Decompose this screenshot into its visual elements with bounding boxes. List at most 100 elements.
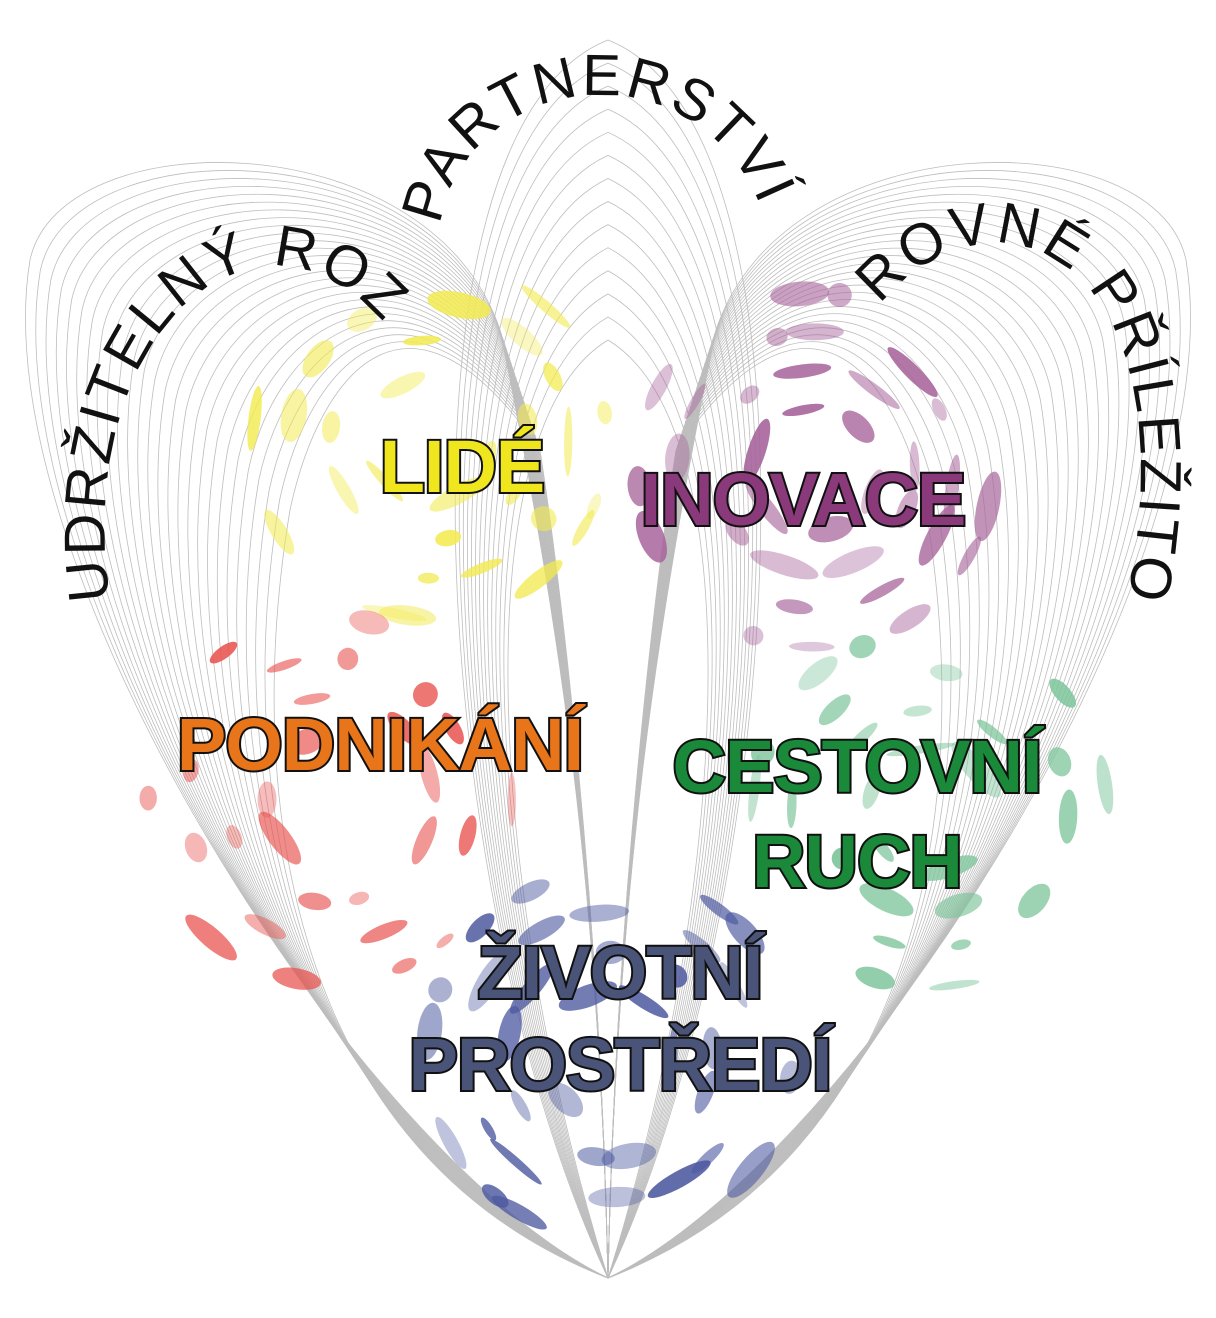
green-brush-blob (873, 935, 906, 949)
blue-brush-blob (465, 913, 495, 943)
purple-brush-blob (645, 363, 673, 411)
blue-brush-blob (558, 981, 618, 1011)
green-brush-blob (871, 836, 894, 862)
purple-brush-blob (770, 281, 830, 307)
red-brush-blob (360, 919, 408, 944)
theme-label-prostredi: PROSTŘEDÍ (409, 1023, 835, 1106)
green-brush-blob (855, 966, 895, 990)
yellow-brush-blob (429, 476, 489, 512)
yellow-brush-blob (482, 440, 497, 467)
purple-brush-blob (931, 398, 947, 421)
purple-brush-blob (725, 519, 749, 546)
yellow-brush-blob (514, 560, 563, 599)
yellow-brush-blob (366, 460, 404, 502)
yellow-brush-blob (501, 317, 543, 356)
red-brush-blob (458, 815, 477, 856)
purple-brush-blob (848, 370, 900, 409)
red-brush-blob (387, 711, 421, 746)
yellow-brush-blob (572, 510, 595, 546)
red-brush-blob (392, 958, 417, 974)
purple-brush-blob (918, 505, 955, 566)
arc-label-top-text: PARTNERSTVÍ (389, 43, 806, 229)
green-brush-blob (1049, 678, 1077, 708)
arc-label-top: PARTNERSTVÍ (389, 43, 809, 229)
yellow-brush-blob (521, 285, 571, 328)
guide-line (475, 154, 741, 1279)
red-brush-blob (441, 712, 464, 745)
theme-label-podnikani: PODNIKÁNÍ (177, 703, 587, 786)
brush-stroke-blobs (139, 281, 1114, 1230)
yellow-brush-blob (597, 400, 612, 425)
green-brush-blob (862, 772, 882, 809)
green-brush-blob (818, 694, 851, 726)
blue-brush-blob (497, 1005, 522, 1062)
heart-guide-lines (25, 39, 1191, 1279)
red-brush-blob (412, 682, 438, 708)
purple-brush-blob (743, 626, 764, 646)
green-brush-blob (859, 883, 914, 917)
yellow-brush-blob (328, 465, 359, 515)
yellow-brush-blob (530, 506, 557, 532)
purple-brush-blob (887, 347, 938, 398)
red-brush-blob (411, 816, 437, 865)
blue-brush-blob (548, 1082, 584, 1118)
arc-label-left: UDRŽITELNÝ ROZVOJ (0, 0, 422, 605)
yellow-brush-blob (543, 362, 563, 392)
red-brush-blob (436, 933, 454, 949)
yellow-brush-blob (280, 389, 308, 442)
blue-brush-blob (435, 1116, 467, 1169)
red-brush-blob (298, 892, 332, 911)
guide-line (467, 108, 749, 1279)
red-brush-blob (244, 914, 287, 940)
blue-brush-blob (601, 1142, 657, 1170)
theme-label-ruch: RUCH (752, 820, 962, 903)
yellow-brush-blob (379, 605, 437, 626)
red-brush-blob (209, 641, 238, 664)
blue-brush-blob (663, 964, 688, 988)
guide-line (273, 348, 609, 1279)
purple-brush-blob (895, 489, 919, 529)
red-brush-blob (257, 781, 277, 818)
blue-brush-blob (417, 1002, 443, 1060)
theme-label-inovace: INOVACE (641, 458, 966, 541)
blue-brush-blob (668, 1025, 678, 1089)
red-brush-blob (226, 825, 243, 849)
purple-brush-blob (782, 403, 825, 417)
guide-line (454, 39, 762, 1279)
blue-brush-blob (577, 1147, 615, 1167)
blue-brush-blob (618, 985, 669, 1019)
guide-line (462, 85, 754, 1279)
guide-line (483, 201, 733, 1279)
blue-brush-blob (595, 940, 626, 965)
purple-brush-blob (842, 410, 875, 443)
blue-brush-blob (569, 904, 630, 922)
yellow-brush-blob (461, 558, 503, 578)
red-brush-blob (139, 785, 157, 811)
guide-line (503, 316, 713, 1279)
purple-brush-blob (740, 385, 760, 404)
purple-brush-blob (665, 433, 690, 483)
yellow-brush-blob (517, 403, 538, 436)
guide-line (458, 62, 758, 1279)
yellow-brush-blob (380, 371, 426, 399)
green-brush-blob (951, 742, 1001, 798)
red-brush-blob (507, 772, 516, 827)
green-brush-blob (751, 739, 775, 766)
blue-brush-blob (588, 1186, 646, 1208)
purple-brush-blob (808, 516, 854, 543)
blue-brush-blob (428, 977, 453, 1003)
red-brush-blob (266, 658, 302, 673)
yellow-brush-blob (247, 386, 262, 451)
purple-brush-blob (789, 641, 835, 652)
red-brush-blob (289, 728, 325, 755)
red-brush-blob (185, 914, 237, 961)
red-brush-blob (258, 811, 302, 865)
yellow-brush-blob (264, 509, 295, 555)
blue-brush-blob (780, 1060, 801, 1094)
purple-brush-blob (775, 599, 813, 615)
green-brush-blob (1058, 789, 1078, 844)
purple-brush-blob (974, 471, 1002, 542)
purple-brush-blob (861, 469, 884, 515)
green-brush-blob (1047, 747, 1072, 777)
yellow-brush-blob (417, 572, 439, 584)
